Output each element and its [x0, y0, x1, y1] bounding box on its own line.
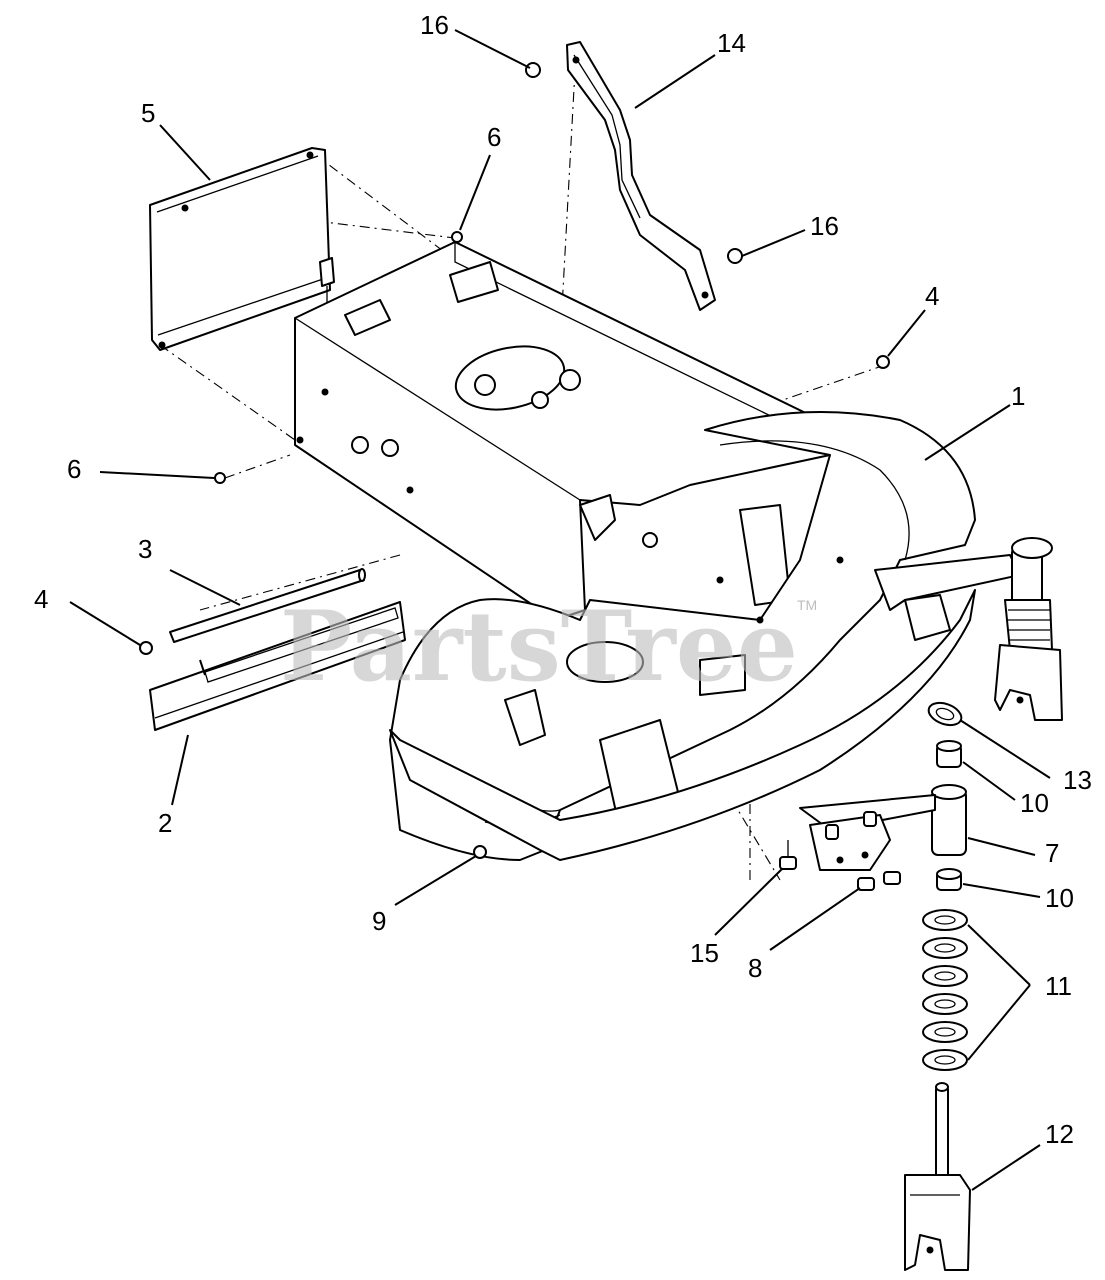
- part-5-rear-shield[interactable]: [149, 147, 331, 351]
- part-7-spindle-tube[interactable]: [931, 784, 967, 856]
- part-9-bolt[interactable]: [473, 845, 487, 859]
- part-11-spacer-stack[interactable]: [922, 909, 968, 1071]
- bracket-carriage-bolts: [825, 811, 877, 840]
- part-6-nut-top[interactable]: [451, 231, 463, 243]
- callout-6-left: 6: [67, 454, 81, 484]
- part-12-caster-fork[interactable]: [904, 1082, 971, 1271]
- callout-16-right: 16: [810, 211, 839, 241]
- callout-11: 11: [1045, 971, 1072, 1001]
- part-15-bolt[interactable]: [779, 840, 797, 870]
- callout-4-left: 4: [34, 584, 48, 614]
- part-10-bushing-upper[interactable]: [936, 740, 962, 768]
- part-4-nut-left[interactable]: [139, 641, 153, 655]
- front-spindle-bracket[interactable]: [874, 537, 1063, 721]
- part-2-front-baffle[interactable]: [149, 601, 406, 731]
- watermark-text: PartsTree: [280, 590, 798, 703]
- callout-9: 9: [372, 906, 386, 936]
- callout-14: 14: [717, 28, 746, 58]
- callout-6-top: 6: [487, 122, 501, 152]
- callout-4-right: 4: [925, 281, 939, 311]
- watermark-tm: TM: [797, 597, 817, 613]
- callout-numbers: 16 14 5 6 16 4 1 6 3 4 2 13 10 7 10 11 1…: [34, 10, 1092, 1149]
- callout-2: 2: [158, 808, 172, 838]
- part-10-bushing-lower[interactable]: [936, 868, 962, 891]
- deck-frame-housing[interactable]: [294, 241, 831, 621]
- callout-5: 5: [141, 98, 155, 128]
- part-6-nut-left[interactable]: [214, 472, 226, 484]
- part-4-nut-right[interactable]: [876, 355, 890, 369]
- part-16-nut-top[interactable]: [525, 62, 541, 78]
- callout-8: 8: [748, 953, 762, 983]
- callout-10-upper: 10: [1020, 788, 1049, 818]
- part-8-bolts[interactable]: [857, 871, 901, 891]
- callout-leaders: [69, 29, 1051, 1191]
- callout-3: 3: [138, 534, 152, 564]
- part-16-nut-right[interactable]: [727, 248, 743, 264]
- callout-12: 12: [1045, 1119, 1074, 1149]
- shield-bracket: [319, 257, 335, 302]
- side-mount-bracket[interactable]: [799, 794, 936, 871]
- callout-13: 13: [1063, 765, 1092, 795]
- deck-side-skirt: [389, 589, 976, 861]
- part-13-washer[interactable]: [926, 699, 965, 729]
- part-1-mower-deck[interactable]: [389, 411, 976, 861]
- callout-15: 15: [690, 938, 719, 968]
- callout-1: 1: [1011, 381, 1025, 411]
- parts-tree-watermark: PartsTree TM: [280, 590, 817, 703]
- part-14-handle-bar[interactable]: [566, 41, 716, 311]
- callout-16-top: 16: [420, 10, 449, 40]
- callout-7: 7: [1045, 838, 1059, 868]
- part-3-rod[interactable]: [169, 568, 366, 643]
- callout-10-lower: 10: [1045, 883, 1074, 913]
